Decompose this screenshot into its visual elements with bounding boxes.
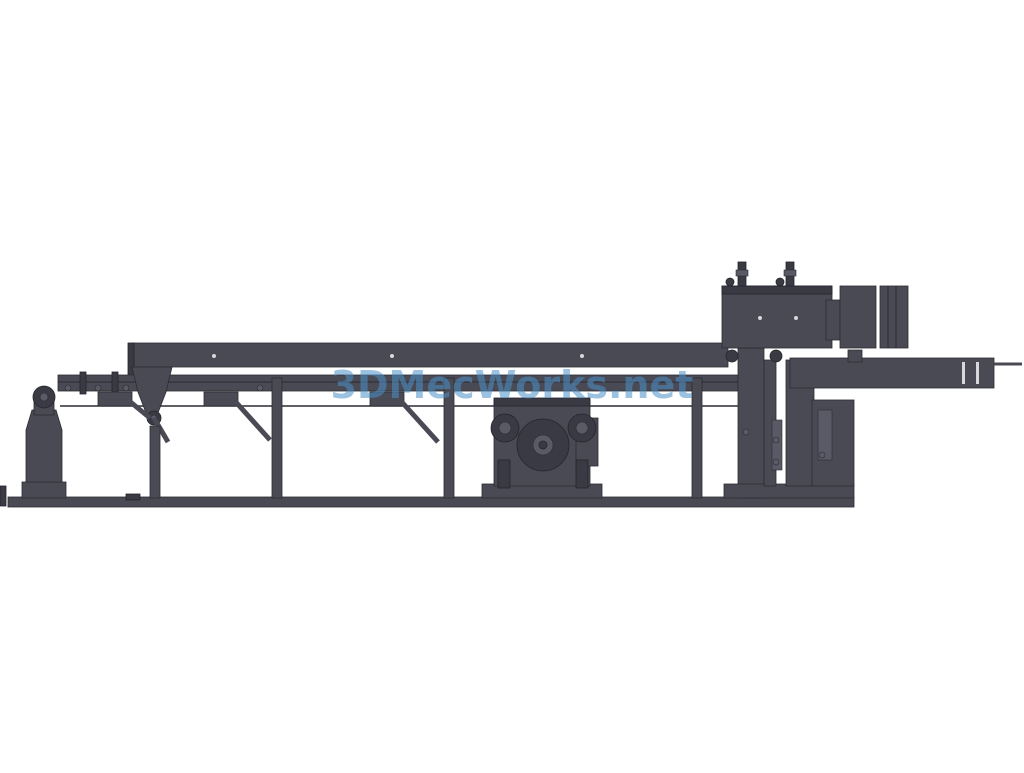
- pneumatic-cylinder-3: [369, 391, 440, 444]
- support-legs: [125, 377, 703, 501]
- pneumatic-cylinder-1: [97, 391, 152, 420]
- left-roller-stand: [21, 385, 67, 499]
- gearbox-motor-unit: [481, 397, 603, 499]
- hopper-funnel: [131, 366, 173, 444]
- base-frame: [0, 485, 855, 508]
- watermark-text: 3DMecWorks.net: [331, 363, 694, 407]
- pneumatic-cylinder-2: [203, 391, 272, 442]
- right-feed-head: [721, 261, 1022, 499]
